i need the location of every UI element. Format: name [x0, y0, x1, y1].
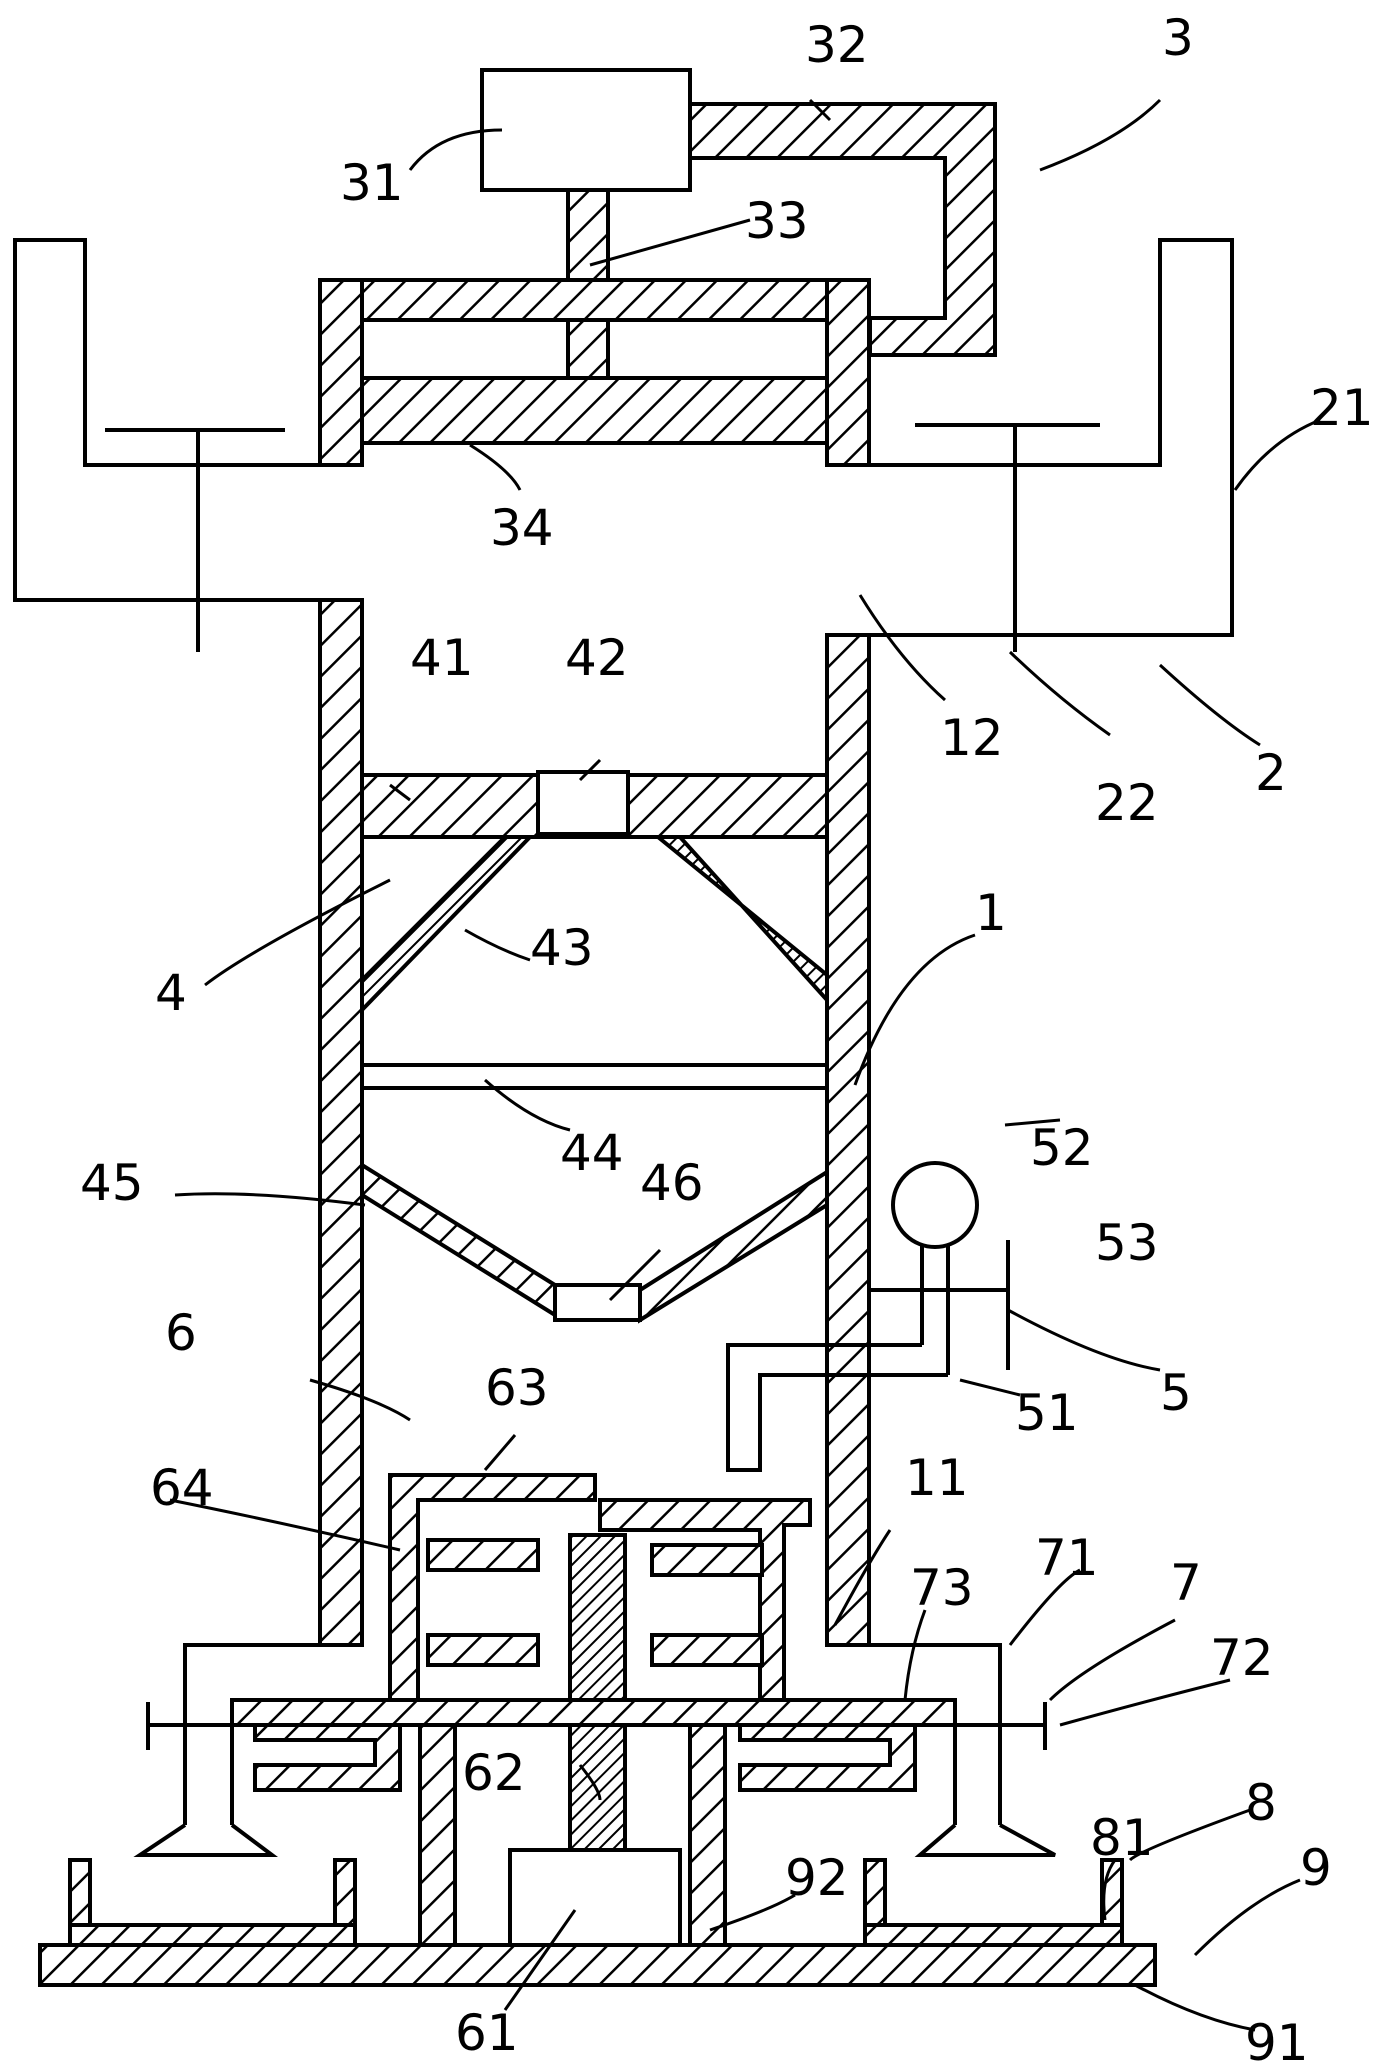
- top-assembly: [318, 68, 997, 467]
- label-32: 32: [805, 16, 869, 74]
- box-31: [480, 68, 692, 192]
- valve-assembly-5: [726, 1161, 1010, 1472]
- label-52: 52: [1030, 1119, 1094, 1177]
- tube-wall-right: [825, 633, 871, 1647]
- nozzle-42: [536, 770, 630, 836]
- label-61: 61: [455, 2004, 519, 2062]
- label-1: 1: [975, 884, 1007, 942]
- blade-64a: [426, 1538, 540, 1572]
- label-43: 43: [530, 919, 594, 977]
- label-21: 21: [1310, 379, 1374, 437]
- top-cap-34a: [358, 278, 832, 322]
- label-4: 4: [155, 964, 187, 1022]
- reference-labels: 31 32 3 33 21 34 41 42 12 22 2 4 43 1 44…: [80, 9, 1374, 2066]
- label-33: 33: [745, 192, 809, 250]
- label-46: 46: [640, 1154, 704, 1212]
- plate-73: [230, 1698, 957, 1727]
- piston-34: [360, 376, 829, 445]
- label-92: 92: [785, 1849, 849, 1907]
- label-31: 31: [340, 154, 404, 212]
- label-9: 9: [1300, 1839, 1332, 1897]
- main-tube-1: [318, 598, 871, 1647]
- label-45: 45: [80, 1154, 144, 1212]
- blade-64d: [650, 1633, 764, 1667]
- leader-lines: [169, 98, 1321, 2032]
- label-71: 71: [1035, 1529, 1099, 1587]
- blade-64c: [650, 1543, 764, 1577]
- label-8: 8: [1245, 1774, 1277, 1832]
- label-91: 91: [1245, 2014, 1309, 2066]
- nozzle-right: [914, 1823, 1056, 1857]
- label-34: 34: [490, 499, 554, 557]
- label-44: 44: [560, 1124, 624, 1182]
- label-5: 5: [1160, 1364, 1192, 1422]
- label-63: 63: [485, 1359, 549, 1417]
- label-72: 72: [1210, 1629, 1274, 1687]
- bracket-left: [253, 1723, 402, 1792]
- cone-43-right: [652, 835, 829, 1006]
- nozzle-left: [133, 1823, 278, 1857]
- label-73: 73: [910, 1559, 974, 1617]
- label-6: 6: [165, 1304, 197, 1362]
- label-42: 42: [565, 629, 629, 687]
- blade-64b: [426, 1633, 540, 1667]
- support-92-right: [688, 1723, 727, 1947]
- label-62: 62: [462, 1744, 526, 1802]
- housing-63-right: [598, 1498, 812, 1702]
- label-11: 11: [905, 1449, 969, 1507]
- cap-wall-right: [825, 278, 871, 467]
- drive-assembly-6: [388, 1473, 812, 1952]
- tube-wall-left: [318, 598, 364, 1647]
- shaft-62: [568, 1533, 627, 1857]
- nozzle-assembly-7: [133, 1643, 1056, 1857]
- label-3: 3: [1162, 9, 1194, 67]
- outlet-46: [553, 1283, 642, 1322]
- funnel-45-left: [360, 1161, 557, 1319]
- label-2: 2: [1255, 744, 1287, 802]
- label-7: 7: [1170, 1554, 1202, 1612]
- label-12: 12: [940, 709, 1004, 767]
- label-51: 51: [1015, 1384, 1079, 1442]
- gauge-52: [891, 1161, 979, 1249]
- label-41: 41: [410, 629, 474, 687]
- cone-43-left: [360, 835, 535, 1015]
- trays-8: [68, 1858, 1124, 1947]
- label-81: 81: [1090, 1809, 1154, 1867]
- label-53: 53: [1095, 1214, 1159, 1272]
- support-92-left: [418, 1723, 457, 1947]
- base-91: [38, 1943, 1157, 1987]
- label-22: 22: [1095, 774, 1159, 832]
- motor-61: [508, 1848, 682, 1952]
- frame-2: [13, 238, 1234, 652]
- label-64: 64: [150, 1459, 214, 1517]
- filter-assembly-4: [360, 770, 829, 1324]
- pipe-51: [726, 1343, 948, 1472]
- bracket-right: [738, 1723, 917, 1792]
- cap-wall-left: [318, 278, 364, 467]
